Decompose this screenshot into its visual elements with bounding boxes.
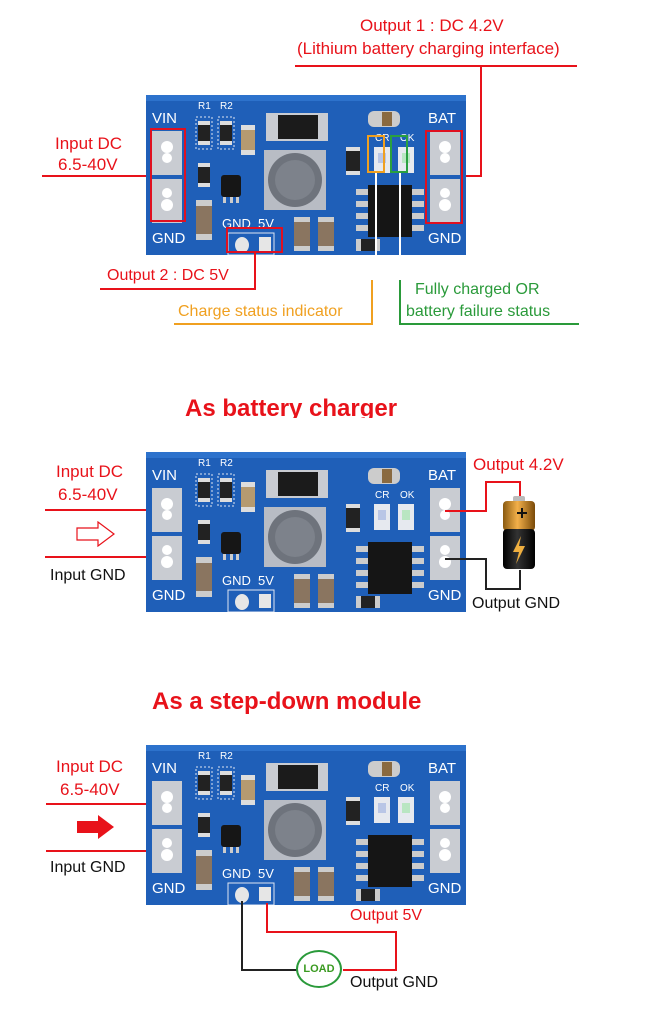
pcb-board-3: VIN GND BAT GND R1 R2 CR OK GND 5V (146, 745, 466, 905)
input-label-line2: 6.5-40V (58, 155, 118, 174)
silk-vin: VIN (152, 467, 178, 484)
pcb-graphic (146, 95, 466, 255)
output1-label-line1: Output 1 : DC 4.2V (360, 16, 504, 35)
silk-out-5v: 5V (258, 573, 274, 588)
pcb-graphic (146, 745, 466, 905)
silk-bat: BAT (428, 467, 457, 484)
silk-bat: BAT (428, 110, 457, 127)
s3-input-gnd: Input GND (50, 859, 126, 876)
output1-label-line2: (Lithium battery charging interface) (297, 39, 560, 58)
highlight-ok-led (390, 135, 408, 173)
load-icon: LOAD (296, 950, 342, 988)
solid-arrow-right-icon (76, 814, 116, 845)
highlight-5v-pads (226, 227, 283, 253)
silk-out-gnd: GND (222, 866, 251, 881)
pcb-graphic (146, 452, 466, 612)
s3-output-gnd: Output GND (350, 974, 439, 991)
silk-gnd-right: GND (428, 230, 462, 247)
silk-gnd-right: GND (428, 587, 462, 604)
full-charged-label-line2: battery failure status (406, 303, 551, 320)
silk-out-gnd: GND (222, 573, 251, 588)
s2-output-gnd: Output GND (472, 595, 561, 612)
silk-r2: R2 (220, 458, 233, 469)
silk-r2: R2 (220, 101, 233, 112)
heading-battery-charger: As battery charger (185, 395, 398, 418)
highlight-cr-led (367, 135, 385, 173)
input-label-line1: Input DC (55, 134, 123, 153)
output2-label: Output 2 : DC 5V (107, 267, 229, 284)
pcb-board-1: VIN GND BAT GND R1 R2 CR OK GND 5V (146, 95, 466, 255)
silk-cr: CR (375, 133, 390, 144)
highlight-input-pads (150, 128, 186, 222)
s2-input-gnd: Input GND (50, 567, 126, 584)
full-charged-label-line1: Fully charged OR (415, 281, 540, 298)
s2-output-v: Output 4.2V (473, 455, 564, 474)
silk-ok: OK (400, 490, 415, 501)
battery-icon (497, 496, 541, 577)
silk-r1: R1 (198, 751, 211, 762)
silk-r1: R1 (198, 458, 211, 469)
silk-out-5v: 5V (258, 866, 274, 881)
pcb-board-2: VIN GND BAT GND R1 R2 CR OK GND 5V (146, 452, 466, 612)
silk-cr: CR (375, 783, 390, 794)
outline-arrow-right-icon (76, 520, 116, 552)
s3-output-v: Output 5V (350, 907, 423, 924)
silk-vin: VIN (152, 110, 178, 127)
silk-r2: R2 (220, 751, 233, 762)
charge-status-label: Charge status indicator (178, 303, 343, 320)
silk-cr: CR (375, 490, 390, 501)
silk-gnd-left: GND (152, 880, 186, 897)
silk-gnd-left: GND (152, 587, 186, 604)
s2-input-line2: 6.5-40V (58, 485, 118, 504)
load-label: LOAD (303, 963, 335, 975)
heading-step-down: As a step-down module (152, 688, 422, 715)
silk-bat: BAT (428, 760, 457, 777)
silk-ok: OK (400, 783, 415, 794)
s3-input-line2: 6.5-40V (60, 780, 120, 799)
silk-gnd-right: GND (428, 880, 462, 897)
silk-vin: VIN (152, 760, 178, 777)
s3-input-line1: Input DC (56, 757, 124, 776)
s2-input-line1: Input DC (56, 462, 124, 481)
highlight-bat-pads (425, 130, 463, 224)
silk-r1: R1 (198, 101, 211, 112)
silk-gnd-left: GND (152, 230, 186, 247)
